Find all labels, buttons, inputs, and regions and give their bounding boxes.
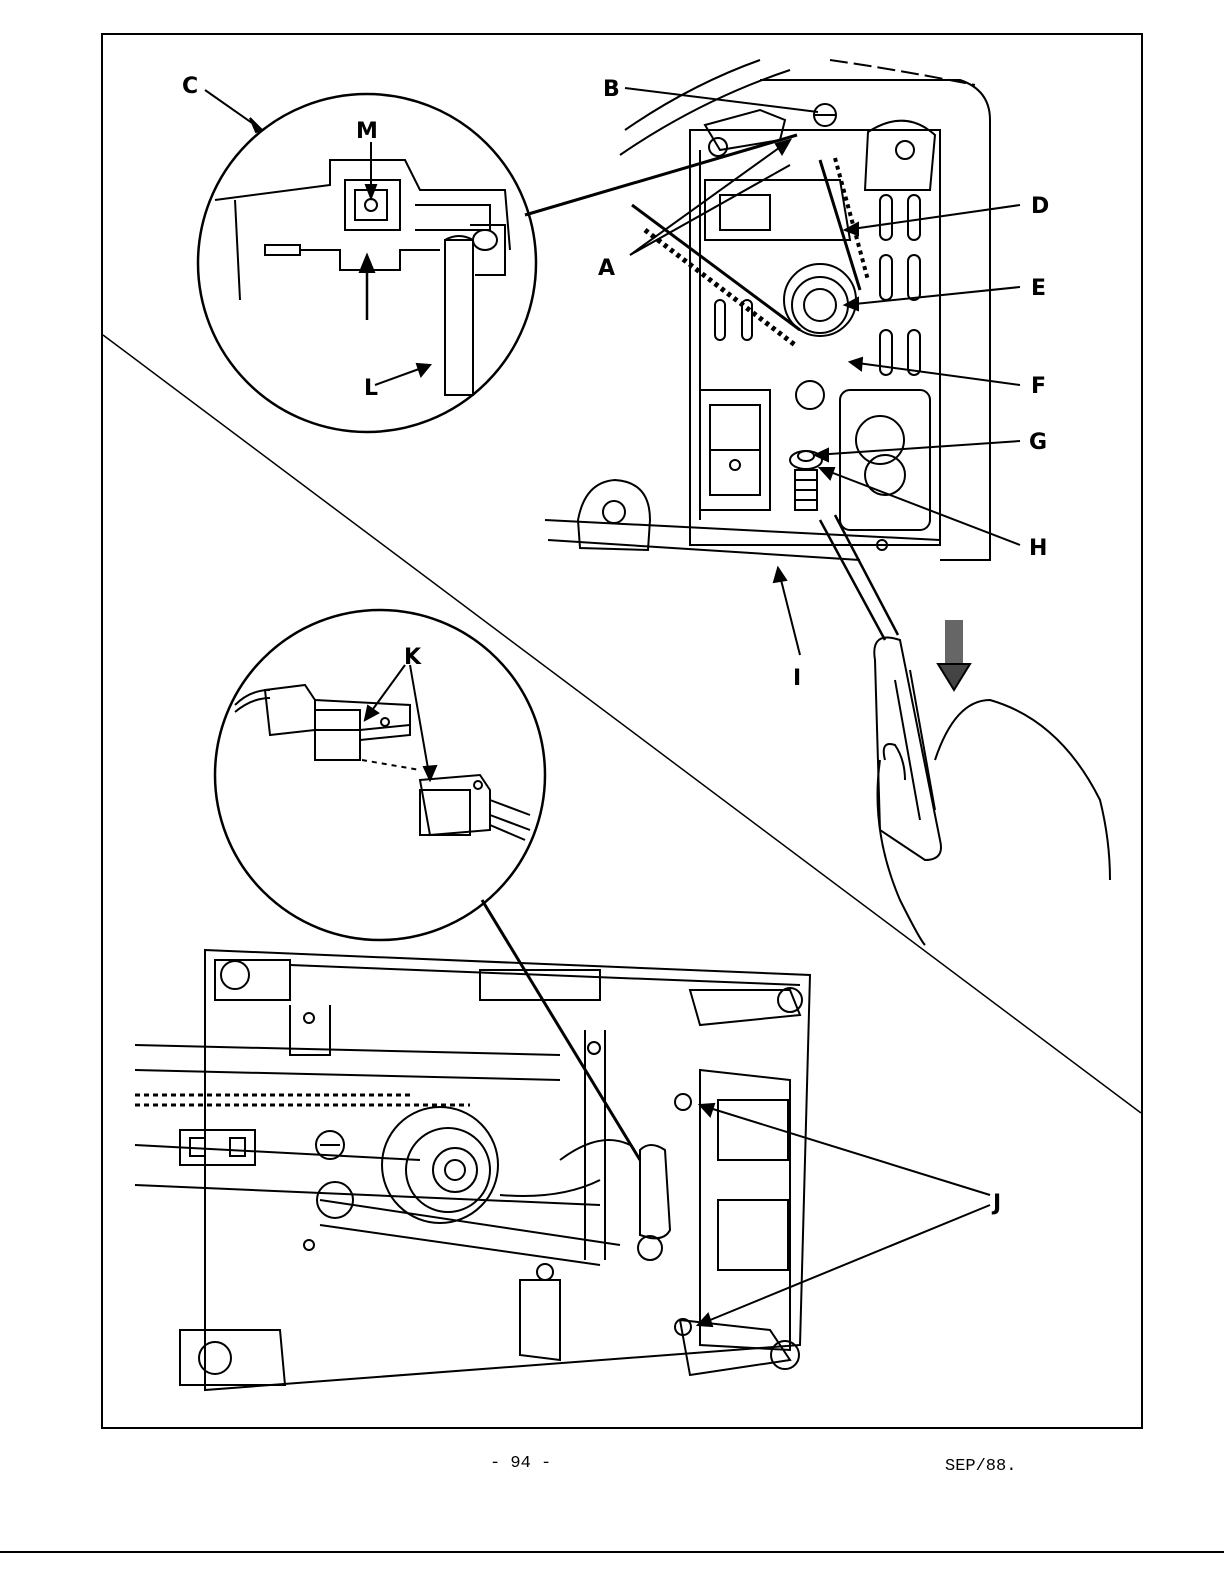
callout-k: K (404, 645, 422, 670)
callout-h: H (1029, 536, 1047, 561)
callout-a: A (598, 256, 615, 281)
callout-d: D (1031, 194, 1049, 219)
figure-frame (101, 33, 1143, 1429)
callout-l: L (364, 376, 378, 401)
machine-underside-drawing (134, 948, 812, 1392)
bottom-rule (0, 1551, 1224, 1553)
diagonal-divider (102, 334, 1142, 1114)
callout-leaders (204, 87, 1021, 1328)
callout-c: C (182, 74, 198, 99)
callout-f: F (1031, 374, 1046, 399)
callout-b: B (603, 77, 620, 102)
detail-circle-k (213, 608, 547, 942)
callout-g: G (1029, 430, 1047, 455)
page-number: - 94 - (490, 1454, 552, 1473)
detail-k-leader (480, 899, 642, 1161)
callout-j: J (991, 1191, 1001, 1216)
callout-e: E (1031, 276, 1046, 301)
callout-m: M (356, 119, 378, 144)
machine-rear-drawing (544, 59, 1111, 946)
detail-circle-c (196, 92, 538, 434)
detail-c-leader (524, 133, 798, 217)
document-date: SEP/88. (945, 1457, 1017, 1476)
callout-i: I (793, 666, 801, 691)
